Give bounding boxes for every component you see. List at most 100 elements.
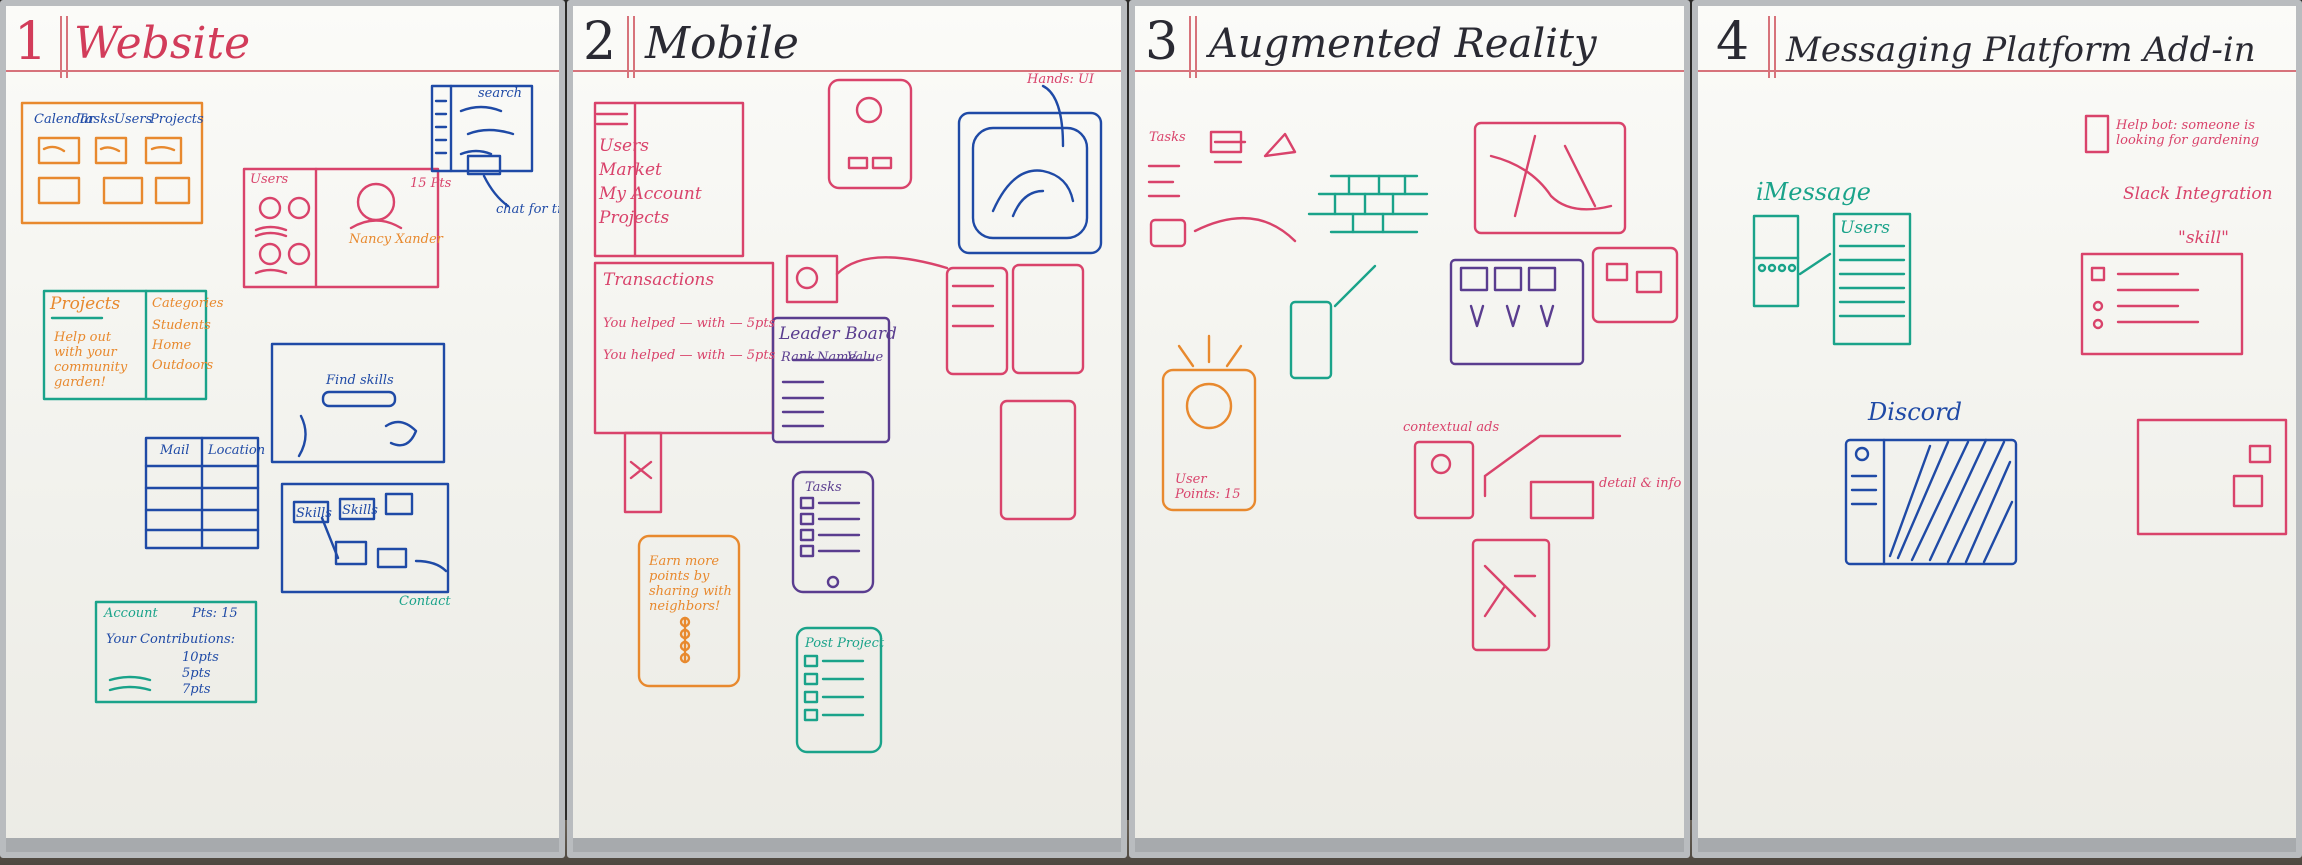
post-project-phone-sketch: [795, 626, 883, 754]
skill-label: "skill": [2178, 228, 2229, 248]
leader-col-rank: Rank: [781, 350, 816, 365]
contextual-ads-label: contextual ads: [1403, 420, 1500, 435]
leader-col-value: Value: [847, 350, 884, 365]
whiteboard-messaging-platform: 4 Messaging Platform Add-in: [1692, 0, 2302, 858]
menu-my-account: My Account: [599, 184, 702, 204]
phone-wireframes: [785, 254, 1085, 521]
menu-sketch: [593, 101, 745, 258]
board-number: 1: [14, 12, 48, 72]
your-contributions: Your Contributions:: [106, 632, 236, 647]
board-title: Mobile: [645, 18, 799, 69]
slack-integration-label: Slack Integration: [2123, 184, 2273, 204]
post-project-label: Post Project: [805, 636, 885, 651]
board-title: Augmented Reality: [1209, 21, 1597, 67]
users-heading: Users: [250, 172, 289, 187]
header-divider: [633, 16, 635, 78]
header-divider: [1774, 16, 1776, 78]
ar-user-phone-sketch: [1161, 334, 1257, 512]
nav-tasks: Tasks: [78, 112, 115, 127]
imessage-sketch: [1752, 212, 1912, 346]
whiteboard-augmented-reality: 3 Augmented Reality: [1129, 0, 1690, 858]
hands-label: Hands: UI: [1027, 72, 1095, 87]
profile-score: 15 Pts: [410, 176, 452, 191]
contribution-value: 5pts: [182, 666, 211, 681]
ar-brick-wall-sketch: [1289, 174, 1429, 380]
find-skills-label: Find skills: [326, 373, 394, 388]
ar-sketches: [1147, 121, 1679, 652]
ar-grid-sketch: [1449, 258, 1585, 366]
leader-col-name: Name: [817, 350, 857, 365]
leader-board-sketch: [771, 316, 891, 444]
help-bot-note: Help bot: someone is looking for gardeni…: [2116, 118, 2260, 148]
phone-profile-sketch: [827, 78, 913, 190]
board-title: Website: [74, 18, 251, 69]
whiteboard-website: 1 Website: [0, 0, 565, 858]
transaction-line: You helped — with — 5pts: [603, 316, 776, 331]
chat-label: chat for trades: [496, 202, 564, 217]
table-header-location: Location: [208, 443, 266, 458]
board-number: 3: [1145, 12, 1179, 72]
header-line: [1135, 70, 1684, 72]
ar-side-sketch: [1413, 246, 1679, 652]
calendar-sketch: [20, 101, 204, 225]
table-header-mail: Mail: [160, 443, 190, 458]
tasks-phone-sketch: [791, 470, 875, 594]
discord-label: Discord: [1868, 398, 1962, 426]
nav-calendar: Calendar: [34, 112, 95, 127]
contribution-value: 7pts: [182, 682, 211, 697]
whiteboard-mobile: 2 Mobile: [567, 0, 1127, 858]
website-sketches: [20, 84, 534, 704]
ar-user-points: User Points: 15: [1175, 472, 1241, 502]
menu-market: Market: [599, 160, 662, 180]
nav-projects: Projects: [150, 112, 204, 127]
contribution-value: 10pts: [182, 650, 219, 665]
header-divider: [1768, 16, 1770, 78]
slack-sketch: [2080, 114, 2288, 536]
nav-users: Users: [114, 112, 153, 127]
skills-label: Skills: [296, 506, 332, 521]
header-line: [1698, 70, 2296, 72]
users-profile-sketch: [242, 167, 440, 289]
phone-small-sketch: [623, 431, 663, 514]
ar-tasks-sketch: [1147, 130, 1297, 248]
header-divider: [627, 16, 629, 78]
search-label: search: [478, 86, 522, 101]
board-header: 2 Mobile: [573, 6, 1121, 78]
board-header: 3 Augmented Reality: [1135, 6, 1684, 78]
header-line: [573, 70, 1121, 72]
projects-body: Help out with your community garden!: [54, 330, 128, 390]
leader-board-heading: Leader Board: [779, 324, 897, 344]
messaging-sketches: [1752, 114, 2288, 566]
projects-card-sketch: [42, 289, 208, 401]
detail-info-label: detail & info: [1599, 476, 1682, 491]
earn-points-phone-sketch: [637, 534, 741, 688]
skills-panel-sketch: [280, 482, 450, 594]
account-points: Pts: 15: [192, 606, 238, 621]
chat-widget-sketch: [430, 84, 534, 208]
account-card-sketch: [94, 600, 258, 704]
skills-label: Skills: [342, 503, 378, 518]
board-title: Messaging Platform Add-in: [1786, 30, 2256, 70]
header-divider: [1189, 16, 1191, 78]
earn-points-text: Earn more points by sharing with neighbo…: [649, 554, 732, 614]
header-divider: [66, 16, 68, 78]
tasks-heading: Tasks: [805, 480, 842, 495]
ar-map-sketch: [1473, 121, 1627, 235]
transaction-line: You helped — with — 5pts: [603, 348, 776, 363]
mobile-sketches: [593, 78, 1103, 754]
hands-camera-sketch: [957, 84, 1103, 255]
board-number: 2: [583, 12, 617, 72]
account-heading: Account: [104, 606, 158, 621]
discord-sketch: [1844, 438, 2018, 566]
menu-users: Users: [599, 136, 649, 156]
category-title: Categories: [152, 296, 224, 311]
imessage-label: iMessage: [1756, 178, 1871, 206]
category-outdoors: Outdoors: [152, 358, 214, 373]
category-home: Home: [152, 338, 192, 353]
header-divider: [1195, 16, 1197, 78]
category-students: Students: [152, 318, 211, 333]
header-line: [6, 70, 559, 72]
transactions-heading: Transactions: [603, 270, 715, 290]
imessage-users: Users: [1840, 218, 1890, 238]
mail-table-sketch: [144, 436, 260, 550]
